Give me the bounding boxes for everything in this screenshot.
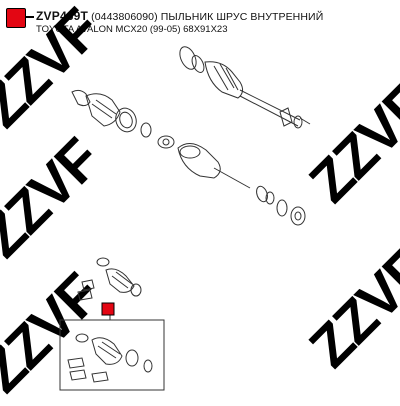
boot-kit-box — [59, 319, 165, 391]
brand-logo-dash — [26, 16, 34, 18]
kit-highlight-marker — [101, 302, 115, 316]
header: ZVP469T (0443806090) ПЫЛЬНИК ШРУС ВНУТРЕ… — [0, 0, 400, 40]
brand-logo-square — [6, 8, 26, 28]
part-description: ПЫЛЬНИК ШРУС ВНУТРЕННИЙ — [160, 11, 324, 23]
boot-kit-parts — [67, 333, 153, 383]
boot-kit-preview — [77, 257, 142, 301]
boot-group-upper-left — [71, 89, 175, 149]
inner-joint-assembly — [177, 143, 306, 226]
outer-shaft-assembly — [179, 46, 311, 129]
oem-number: (0443806090) — [91, 11, 158, 23]
title-line: ZVP469T (0443806090) ПЫЛЬНИК ШРУС ВНУТРЕ… — [36, 9, 323, 23]
part-code: ZVP469T — [36, 9, 89, 23]
vehicle-fitment: TOYOTA AVALON MCX20 (99-05) 68X91X23 — [36, 24, 228, 35]
